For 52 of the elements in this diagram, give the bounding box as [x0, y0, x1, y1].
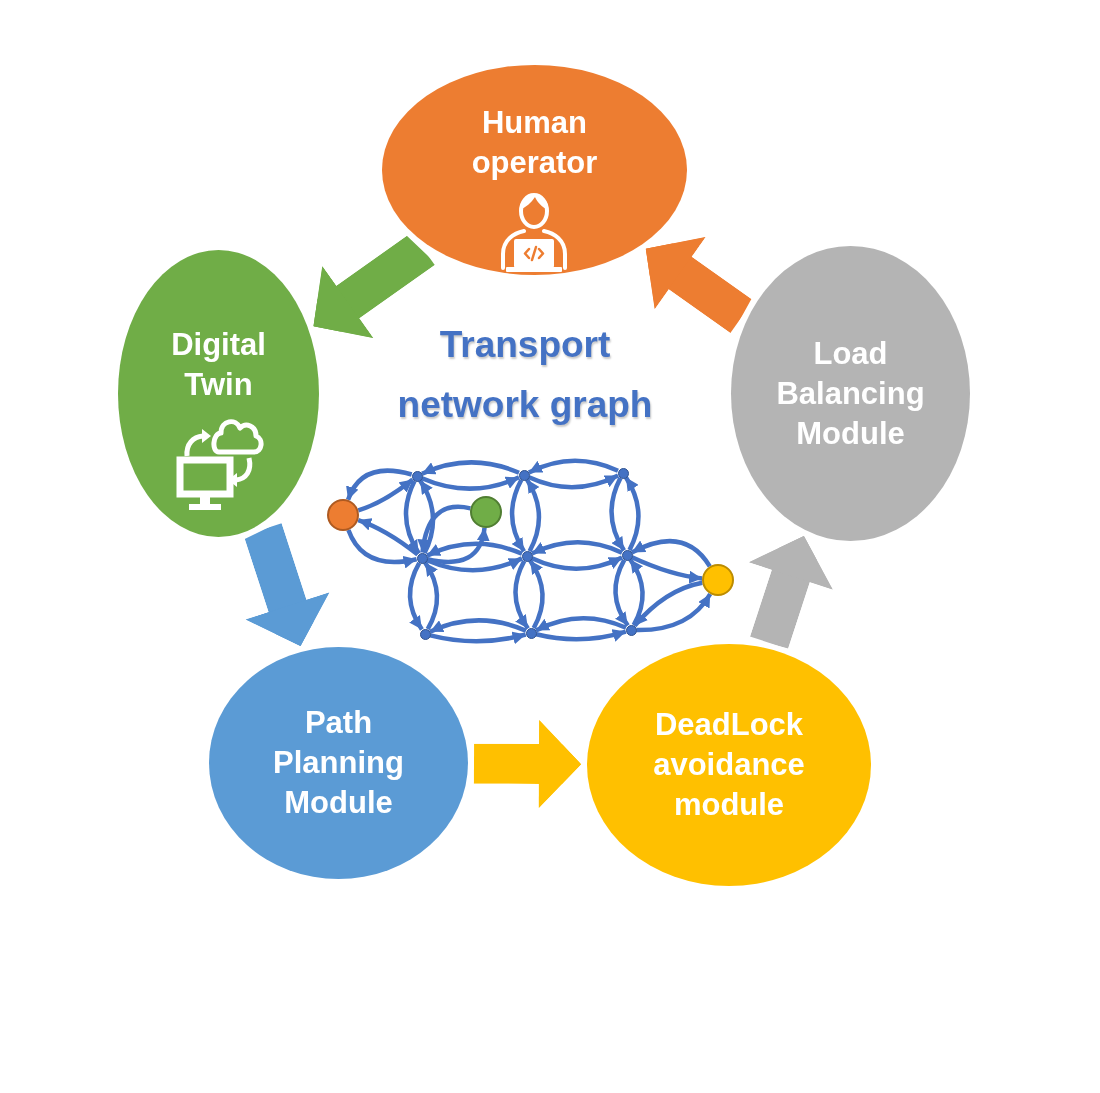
arrow: [426, 541, 523, 558]
graph-node: [416, 552, 428, 564]
node-label: Human operator: [470, 104, 599, 182]
node-label: Digital Twin: [170, 326, 267, 404]
arrow: [527, 458, 619, 475]
graph-node: [470, 496, 502, 528]
graph-node: [521, 550, 533, 562]
graph-title: Transport network graph: [396, 323, 654, 427]
arrow: [613, 558, 630, 627]
graph-node: [327, 499, 359, 531]
arrow: [525, 478, 542, 553]
arrow: [528, 473, 620, 490]
arrow: [509, 478, 526, 553]
arrow: [357, 477, 415, 513]
arrow: [630, 538, 712, 568]
graph-node: [625, 624, 637, 636]
arrow: [346, 468, 413, 501]
arrow: [346, 529, 418, 569]
arrow: [531, 555, 624, 571]
arrow: [426, 556, 523, 573]
arrow: [624, 476, 641, 552]
graph-node: [518, 469, 530, 481]
arrow: [636, 592, 713, 633]
arrow: [429, 618, 527, 634]
arrow: [421, 475, 520, 491]
arrow: [609, 476, 626, 552]
node-label: Path Planning Module: [272, 704, 405, 822]
arrow: [403, 479, 421, 555]
arrow: [407, 561, 424, 631]
arrow: [421, 460, 520, 476]
graph-node: [419, 628, 431, 640]
graph-node: [621, 549, 633, 561]
arrow: [534, 616, 627, 633]
arrow: [418, 479, 436, 555]
arrow: [426, 527, 489, 565]
arrow: [530, 540, 623, 556]
arrow: [632, 580, 703, 628]
arrow: [423, 561, 440, 631]
arrow: [513, 559, 530, 630]
arrow: [528, 559, 545, 630]
arrow: [628, 558, 645, 627]
arrow: [631, 555, 703, 584]
graph-node: [411, 470, 423, 482]
node-label: DeadLock avoidance module: [652, 706, 806, 824]
node-label: Load Balancing Module: [775, 334, 926, 453]
graph-node: [702, 564, 734, 596]
arrow: [429, 631, 527, 644]
arrow: [535, 628, 627, 642]
graph-node: [617, 467, 629, 479]
graph-node: [525, 627, 537, 639]
arrow: [417, 504, 471, 553]
arrow: [357, 518, 420, 557]
